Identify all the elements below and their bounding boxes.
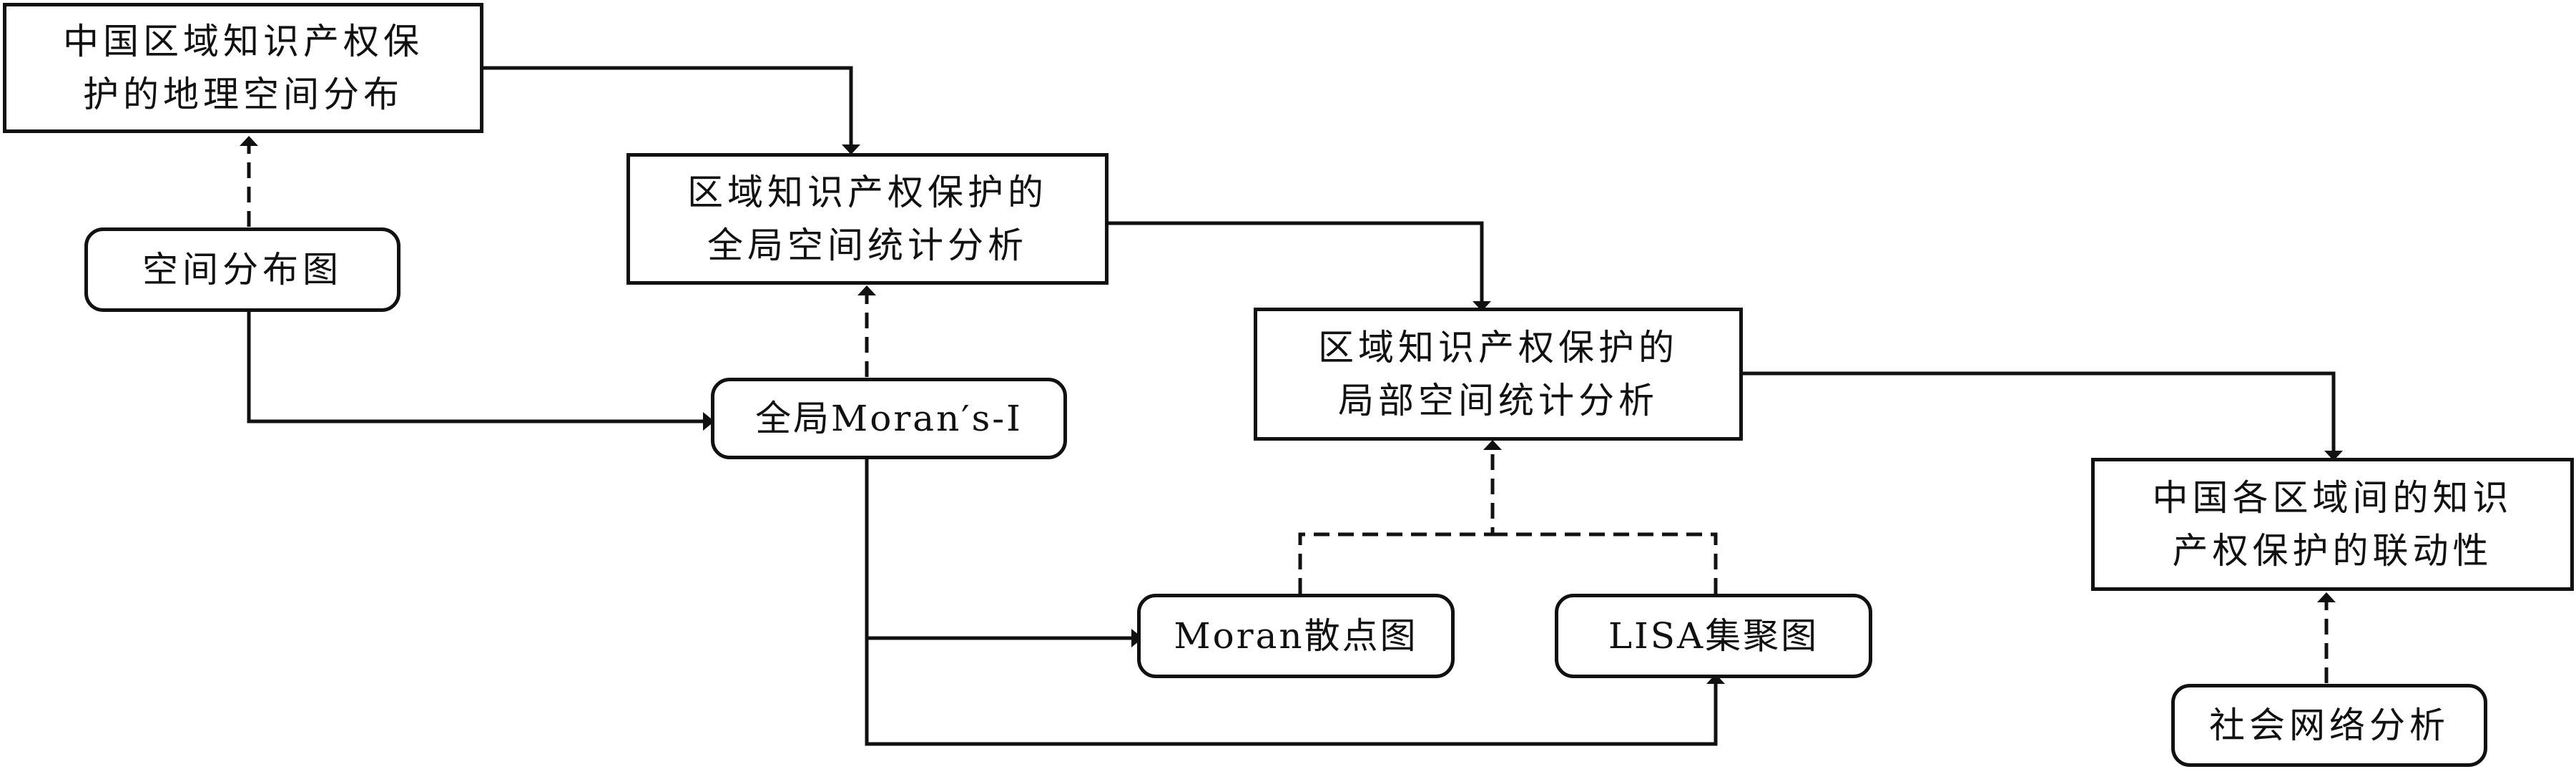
arrowhead-right-moran bbox=[703, 412, 714, 431]
node-local-analysis: 区域知识产权保护的 局部空间统计分析 bbox=[1254, 308, 1743, 441]
arrow-moran-to-scatter bbox=[865, 458, 1136, 640]
arrowhead-up-linkage bbox=[2317, 592, 2336, 602]
arrowhead-down-local bbox=[1473, 301, 1491, 311]
arrow-moran-to-lisa bbox=[865, 638, 1718, 746]
node-regional-linkage: 中国各区域间的知识 产权保护的联动性 bbox=[2091, 458, 2574, 591]
arrow-global-to-local bbox=[1108, 221, 1484, 304]
node-global-analysis: 区域知识产权保护的 全局空间统计分析 bbox=[626, 153, 1108, 285]
dashed-line-lisa-to-local bbox=[1493, 532, 1718, 594]
dashed-arrow-scatter-to-local bbox=[1298, 446, 1495, 594]
node-geo-distribution: 中国区域知识产权保 护的地理空间分布 bbox=[3, 3, 483, 133]
arrowhead-down-linkage bbox=[2324, 451, 2343, 461]
arrowhead-up-local bbox=[1483, 440, 1502, 450]
arrowhead-up-lisa bbox=[1706, 674, 1725, 684]
arrowhead-down-global bbox=[842, 145, 860, 155]
arrowhead-up-global bbox=[857, 285, 876, 295]
node-social-network-analysis: 社会网络分析 bbox=[2171, 684, 2487, 767]
arrowhead-up-geo bbox=[240, 136, 258, 146]
node-global-moran-i: 全局Moran′s-I bbox=[711, 378, 1067, 459]
arrow-geo-to-global bbox=[483, 66, 853, 147]
arrow-spatialmap-to-moran bbox=[247, 312, 707, 423]
node-moran-scatter: Moran散点图 bbox=[1137, 594, 1455, 678]
arrow-local-to-linkage bbox=[1743, 371, 2336, 454]
node-spatial-map: 空间分布图 bbox=[84, 227, 400, 312]
node-lisa-cluster: LISA集聚图 bbox=[1555, 594, 1872, 678]
